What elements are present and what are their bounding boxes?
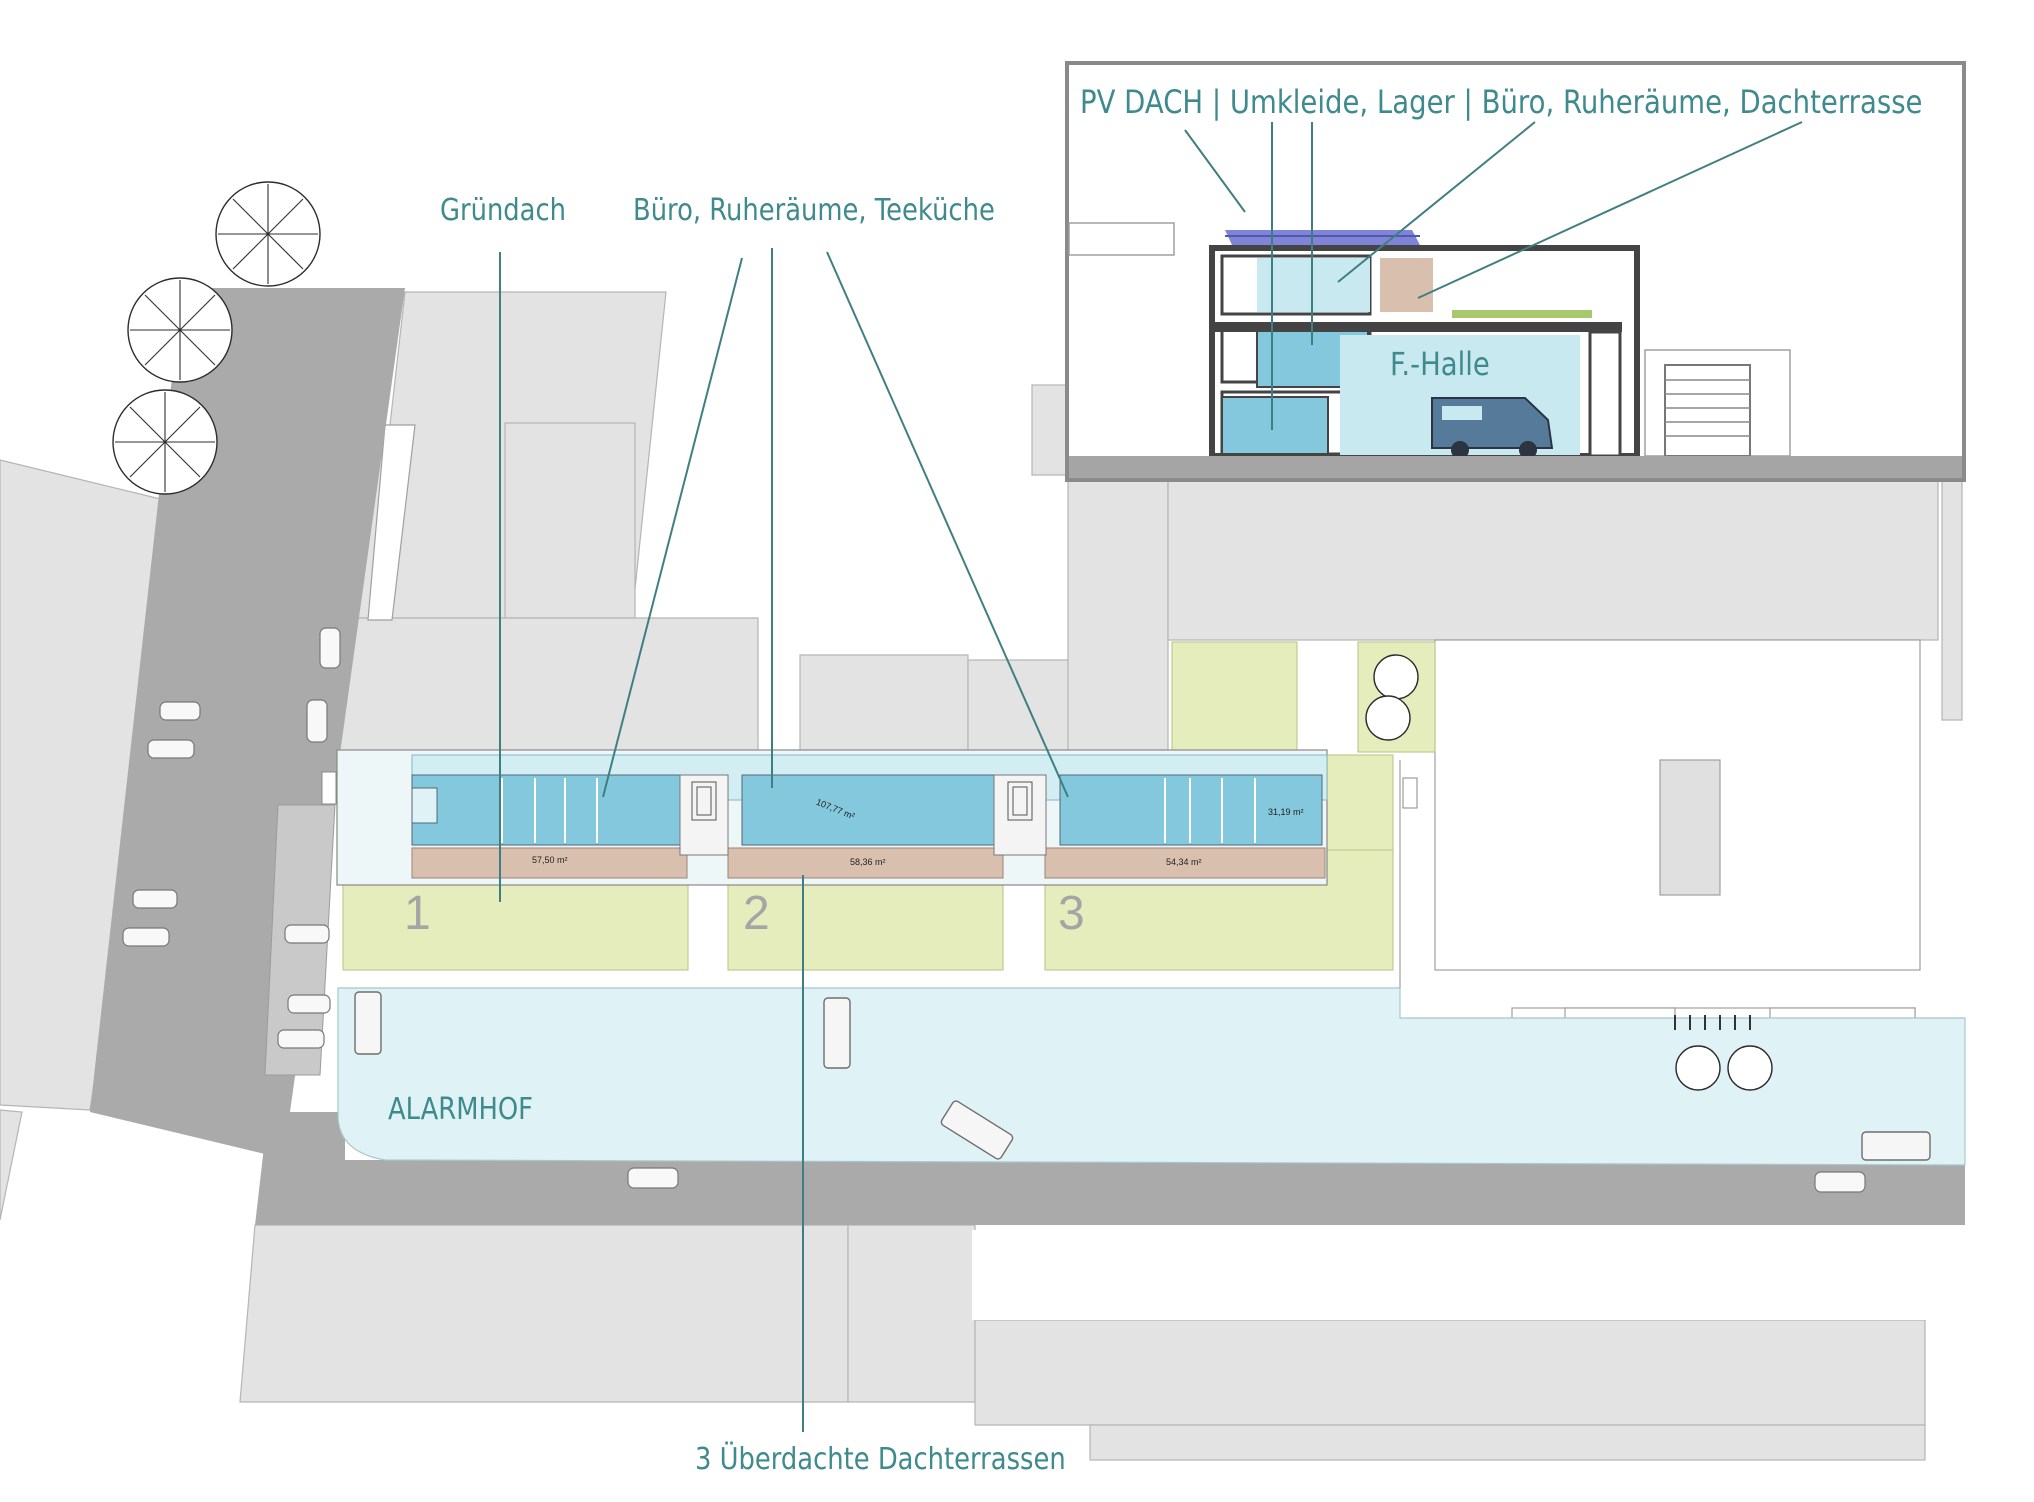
unit-number: 3 (1058, 887, 1085, 940)
stair-icon (691, 781, 1033, 821)
leader-lines (499, 248, 1069, 1432)
car-icon (122, 627, 1866, 1193)
section-inset (1065, 61, 1966, 482)
bike-racks (1674, 1015, 1751, 1030)
garage-door-icon (1644, 349, 1791, 457)
van-icon (354, 991, 1931, 1161)
alarmhof-area (337, 987, 1966, 1166)
offices-label: Büro, Ruheräume, Teeküche (633, 193, 995, 228)
area-label: 57,50 m² (532, 855, 568, 865)
yard-label: ALARMHOF (388, 1092, 534, 1127)
gate (1402, 777, 1418, 809)
area-label: 58,36 m² (850, 857, 886, 867)
green-roof-label: Gründach (440, 193, 567, 228)
terraces-label: 3 Überdachte Dachterrassen (695, 1442, 1066, 1477)
section-label: PV DACH | Umkleide, Lager | Büro, Ruherä… (1080, 83, 1923, 121)
pv-panel-icon (1225, 230, 1420, 245)
area-label: 54,34 m² (1166, 857, 1202, 867)
unit-number: 2 (743, 887, 770, 940)
area-label: 31,19 m² (1268, 807, 1304, 817)
gate (321, 771, 337, 805)
fire-station-roof (336, 749, 1328, 886)
van-icon (1431, 397, 1554, 459)
hall-label: F.-Halle (1390, 345, 1490, 383)
neighbor-buildings (0, 291, 1963, 1461)
unit-number: 1 (404, 887, 431, 940)
